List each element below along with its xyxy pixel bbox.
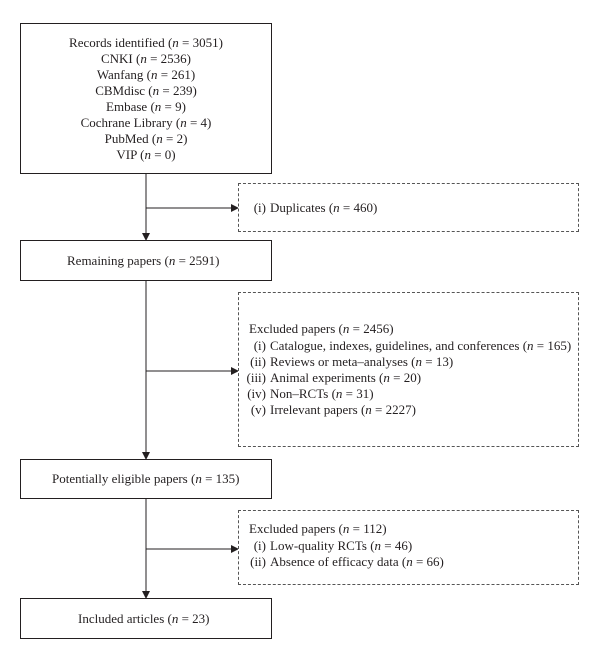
duplicates-text: Duplicates (n = 460) — [270, 199, 378, 215]
source-wanfang: Wanfang (n = 261) — [96, 66, 196, 82]
eligible-papers-text: Potentially eligible papers (n = 135) — [52, 471, 240, 486]
exclusion-reason: (i) Catalogue, indexes, guidelines, and … — [253, 338, 572, 353]
remaining-papers-box: Remaining papers (n = 2591) — [20, 240, 272, 281]
exclusion-reason: (i) Low-quality RCTs (n = 46) — [253, 538, 413, 553]
duplicates-num: (i) — [253, 199, 266, 215]
duplicates-box: (i) Duplicates (n = 460) — [238, 183, 579, 232]
excluded-papers-box-1: Excluded papers (n = 2456) (i) Catalogue… — [238, 292, 579, 447]
records-identified-box: Records identified (n = 3051) CNKI (n = … — [20, 23, 272, 174]
source-pubmed: PubMed (n = 2) — [104, 130, 188, 146]
excluded-papers-title-1: Excluded papers (n = 2456) — [249, 321, 394, 336]
included-articles-box: Included articles (n = 23) — [20, 598, 272, 639]
eligible-papers-box: Potentially eligible papers (n = 135) — [20, 459, 272, 499]
included-articles-text: Included articles (n = 23) — [78, 610, 210, 626]
exclusion-reason: (ii) Reviews or meta–analyses (n = 13) — [250, 354, 454, 369]
excluded-papers-box-2: Excluded papers (n = 112) (i) Low-qualit… — [238, 510, 579, 585]
source-cbmdisc: CBMdisc (n = 239) — [95, 82, 197, 98]
records-identified-line: Records identified (n = 3051) — [69, 34, 223, 50]
exclusion-reason: (iii) Animal experiments (n = 20) — [246, 370, 422, 385]
source-embase: Embase (n = 9) — [106, 98, 186, 114]
source-cnki: CNKI (n = 2536) — [100, 50, 192, 66]
exclusion-reason: (v) Irrelevant papers (n = 2227) — [250, 402, 416, 417]
exclusion-reason: (iv) Non–RCTs (n = 31) — [247, 386, 374, 401]
exclusion-reason: (ii) Absence of efficacy data (n = 66) — [250, 554, 444, 569]
excluded-papers-title-2: Excluded papers (n = 112) — [249, 521, 387, 536]
remaining-papers-text: Remaining papers (n = 2591) — [67, 252, 220, 268]
source-cochrane: Cochrane Library (n = 4) — [80, 114, 212, 130]
source-vip: VIP (n = 0) — [116, 146, 176, 162]
